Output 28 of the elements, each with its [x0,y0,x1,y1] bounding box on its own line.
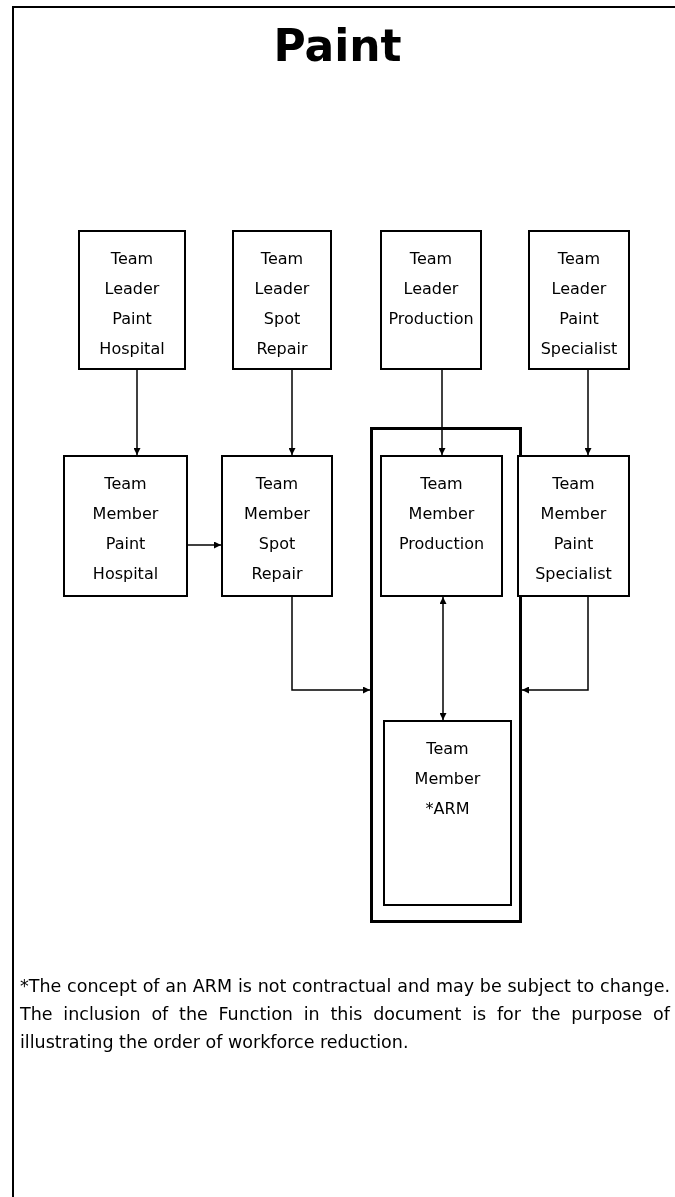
arrow [187,541,222,549]
arrow [584,369,592,456]
role-box [383,720,512,906]
role-label: Team Leader Paint Hospital [98,248,166,360]
role-label: Team Member Paint Hospital [91,473,160,585]
role-label: Team Member Paint Specialist [534,473,613,585]
role-box [528,230,630,370]
arrow [291,596,371,694]
role-label: Team Leader Production [387,248,475,330]
role-box [221,455,333,597]
role-label: Team Leader Spot Repair [253,248,311,360]
arrow [133,369,141,456]
role-box [232,230,332,370]
role-box [78,230,186,370]
arrow [438,369,446,456]
role-label: Team Member Production [397,473,486,555]
role-box [380,455,503,597]
role-box [380,230,482,370]
role-label: Team Leader Paint Specialist [539,248,619,360]
arrow [439,596,447,721]
role-label: Team Member *ARM [413,738,482,820]
role-box [517,455,630,597]
role-label: Team Member Spot Repair [243,473,311,585]
arrow [521,596,589,694]
title: Paint [273,22,402,71]
role-box [63,455,188,597]
group-box [370,427,522,923]
arrow [288,369,296,456]
